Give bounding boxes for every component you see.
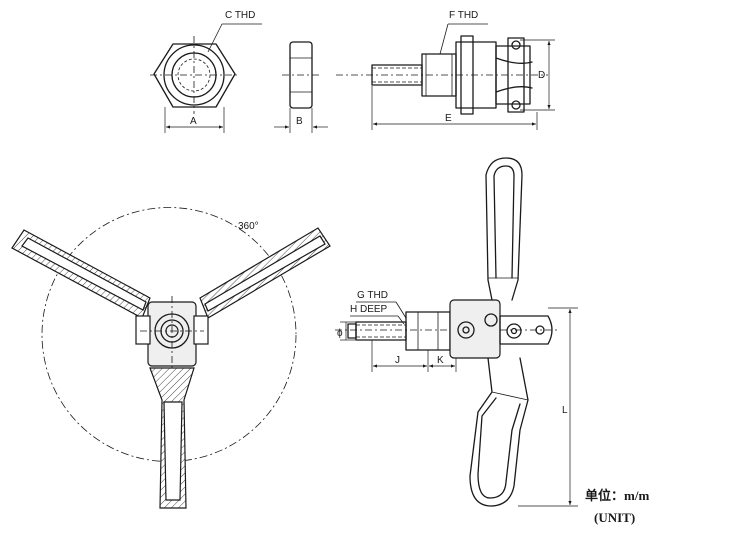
phi-diameter-label: ϕ: [337, 328, 343, 339]
handle-side-view: [335, 157, 578, 507]
g-thd-label: G THD: [357, 290, 388, 301]
h-deep-label: H DEEP: [350, 304, 388, 315]
dimension-k-label: K: [437, 355, 444, 366]
rotation-view: [11, 207, 331, 509]
dimension-d-label: D: [538, 70, 545, 81]
dimension-e-label: E: [445, 113, 452, 124]
dimension-a-label: A: [190, 116, 197, 127]
plunger-top-view: [336, 23, 555, 130]
unit-note-line1: 单位：m/m: [585, 488, 649, 503]
c-thd-label: C THD: [225, 10, 255, 21]
dimension-l-label: L: [562, 405, 568, 416]
dimension-b-label: B: [296, 116, 303, 127]
rotation-label: 360°: [238, 221, 259, 232]
unit-note-line2: (UNIT): [594, 510, 635, 525]
f-thd-label: F THD: [449, 10, 478, 21]
dimension-j-label: J: [395, 355, 400, 366]
hex-nut-side-view: [274, 41, 328, 133]
hex-nut-front-view: [150, 23, 262, 133]
